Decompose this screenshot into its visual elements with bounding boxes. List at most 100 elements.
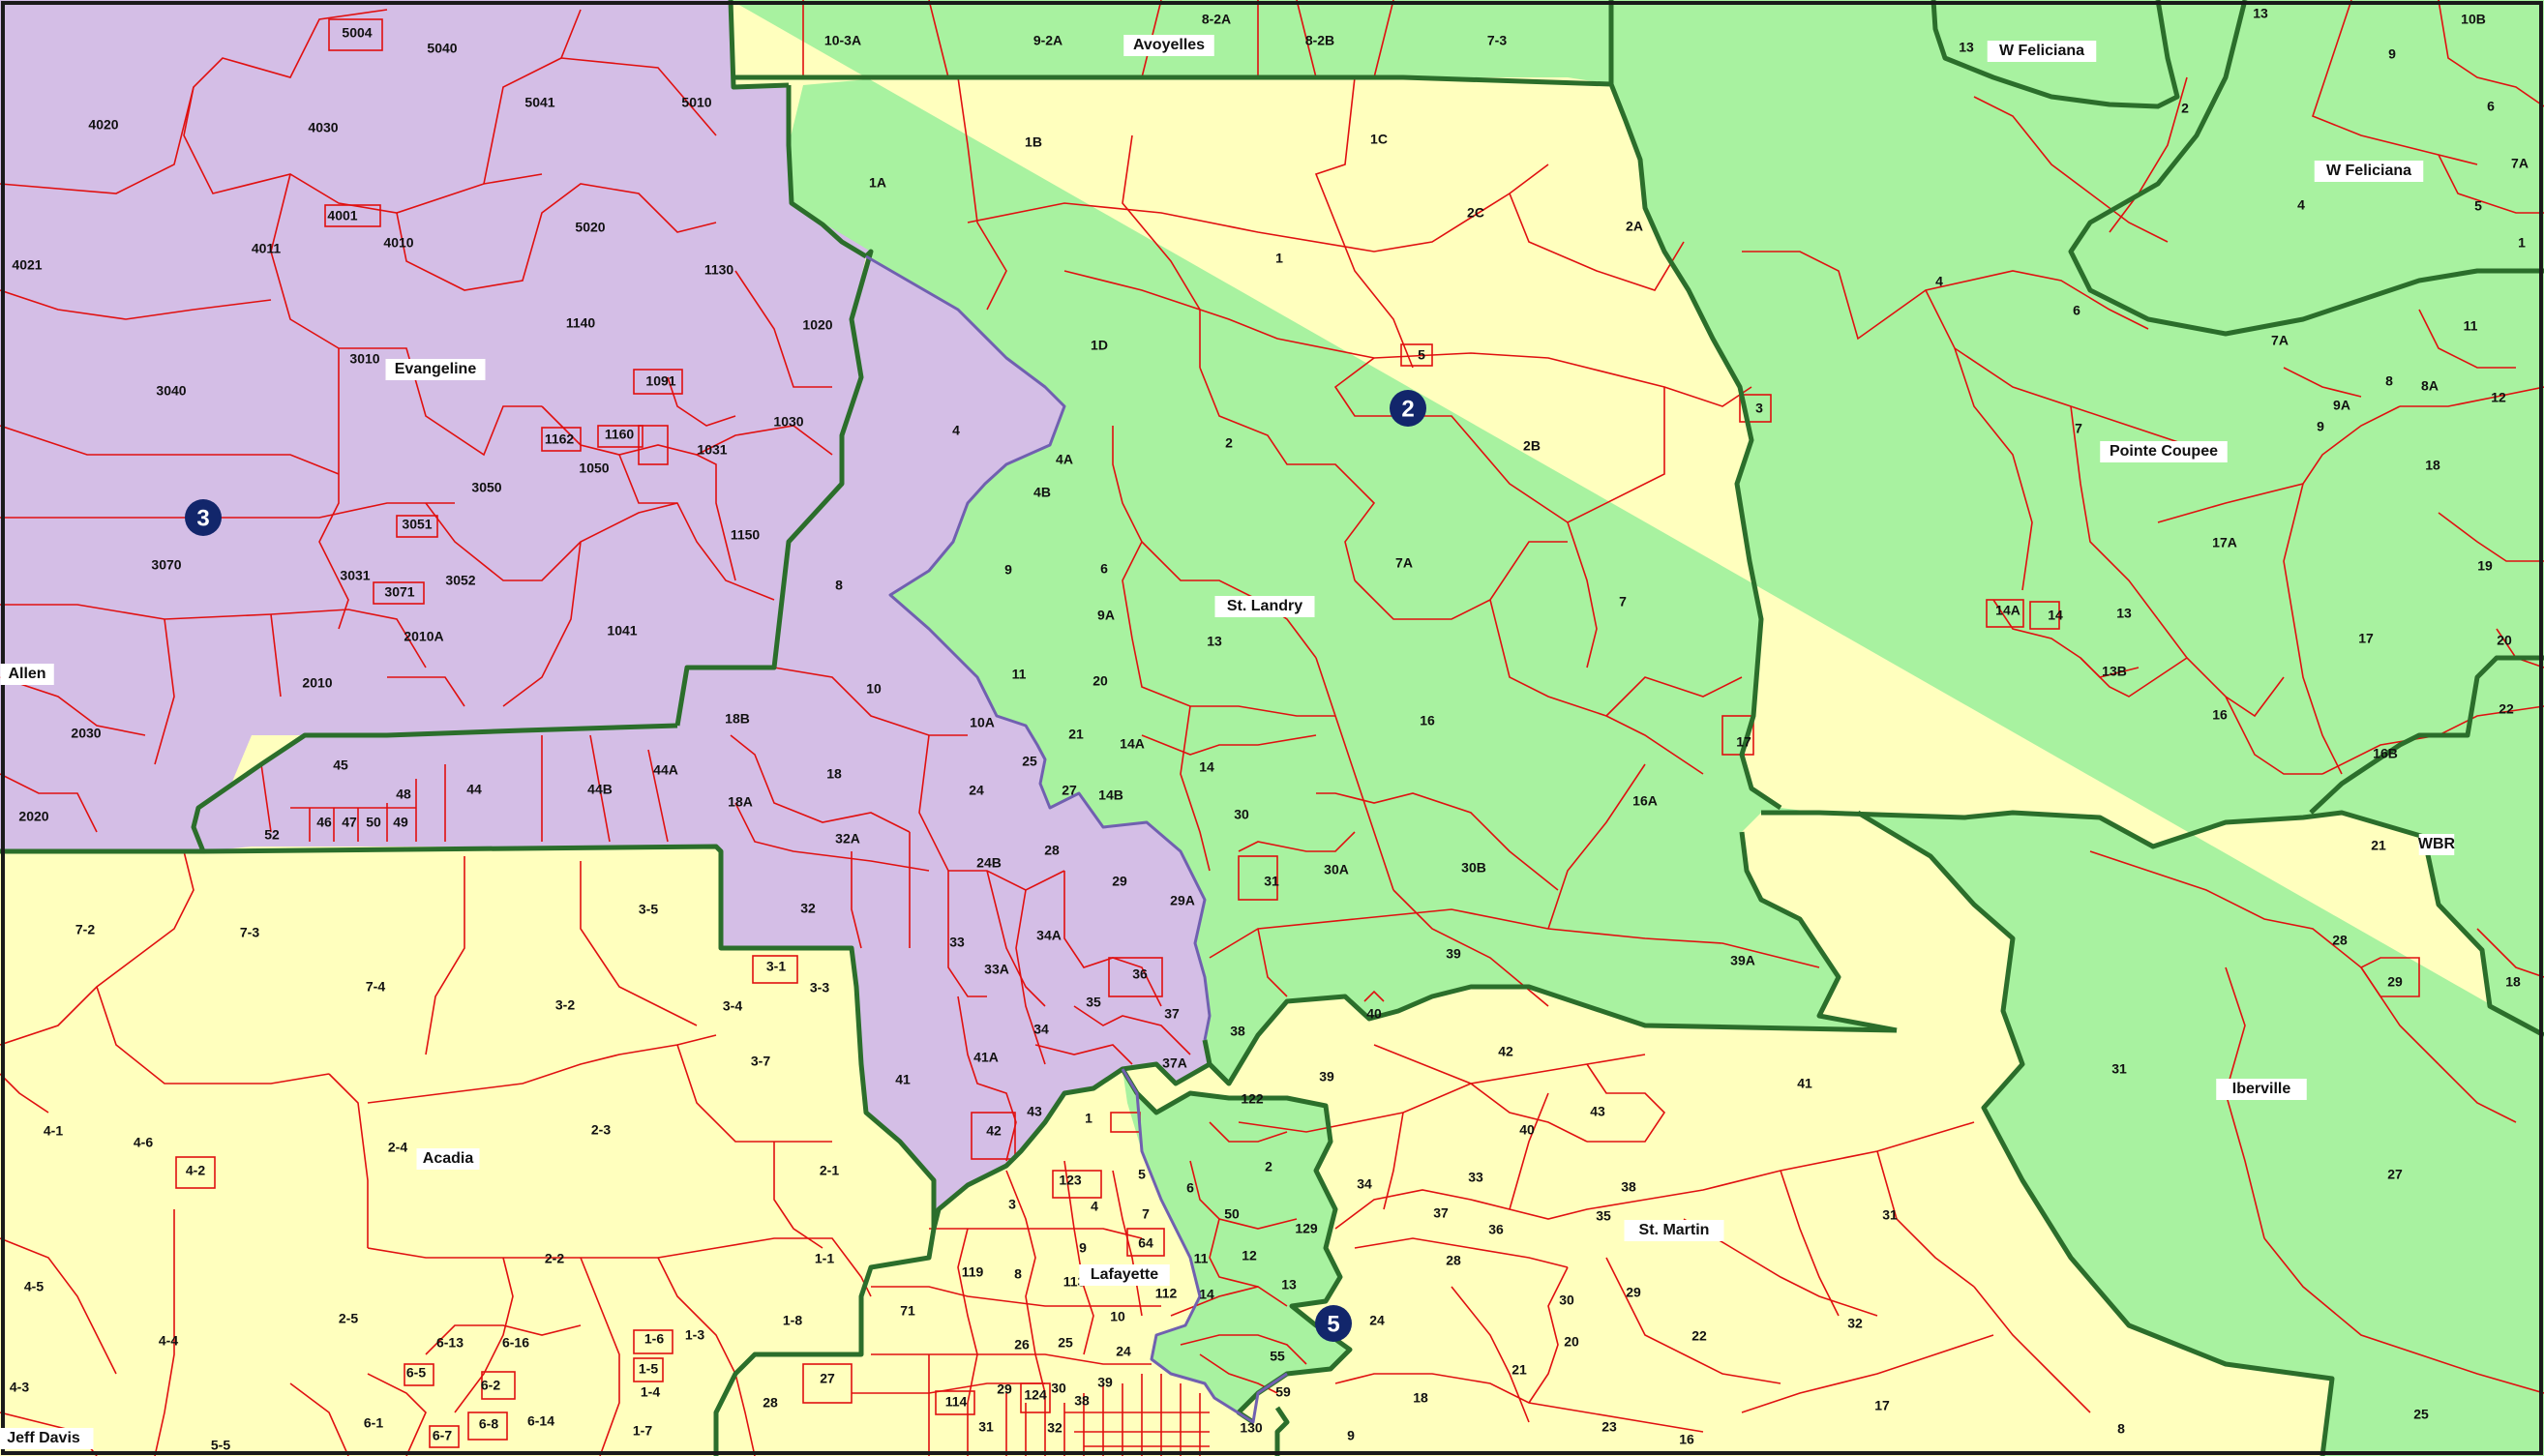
district-2-region (731, 0, 2544, 1456)
precinct-label: 30B (1461, 860, 1486, 876)
precinct-label: 31 (1264, 874, 1279, 889)
precinct-label: 6 (1186, 1180, 1194, 1196)
precinct-label: 4A (1056, 452, 1073, 467)
precinct-label: 2C (1467, 205, 1484, 221)
precinct-label: 2020 (18, 809, 48, 824)
precinct-label: 5041 (524, 95, 554, 110)
precinct-label: 2010 (302, 675, 332, 691)
precinct-label: 10 (866, 681, 882, 697)
precinct-label: 9-2A (1033, 33, 1062, 48)
precinct-label: 32 (1047, 1420, 1062, 1436)
precinct-label: 19 (2477, 558, 2493, 574)
precinct-label: 3-4 (723, 998, 742, 1014)
precinct-label: 39A (1730, 953, 1755, 968)
precinct-label: 20 (2497, 633, 2512, 648)
precinct-label: 9 (1347, 1428, 1355, 1443)
parish-label: Iberville (2216, 1079, 2307, 1100)
district-3-region (0, 0, 1210, 1229)
precinct-label: 8 (1014, 1266, 1022, 1282)
svg-text:Lafayette: Lafayette (1091, 1266, 1158, 1283)
precinct-label: 1162 (545, 431, 575, 447)
precinct-label: 24 (969, 783, 984, 798)
allen-edge-white (0, 735, 252, 851)
parish-labels: Avoyelles W Feliciana W FelicianaEvangelin… (0, 35, 2456, 1449)
district-badge: 2 (1390, 390, 1426, 427)
parish-label: W Feliciana (1987, 41, 2097, 62)
svg-text:Avoyelles: Avoyelles (1133, 37, 1205, 53)
parish-label: Evangeline (385, 359, 486, 380)
precinct-label: 49 (393, 815, 408, 830)
precinct-label: 10A (970, 715, 995, 730)
precinct-label: 7A (1395, 555, 1413, 571)
precinct-label: 1 (1085, 1111, 1092, 1126)
precinct-label: 35 (1596, 1208, 1611, 1224)
precinct-label: 2 (1225, 435, 1233, 451)
precinct-label: 38 (1230, 1024, 1245, 1039)
precinct-label: 4 (1935, 274, 1943, 289)
precinct-label: 27 (820, 1371, 835, 1386)
precinct-label: 32A (835, 831, 860, 847)
precinct-label: 50 (366, 815, 381, 830)
precinct-label: 28 (2332, 933, 2348, 948)
precinct-label: 1130 (704, 262, 734, 278)
precinct-label: 13 (2116, 606, 2132, 621)
precinct-label: 8 (835, 578, 843, 593)
precinct-label: 4 (952, 423, 960, 438)
precinct-label: 8 (2117, 1421, 2125, 1437)
precinct-label: 1D (1091, 338, 1108, 353)
precinct-label: 25 (2413, 1407, 2429, 1422)
precinct-label: 8-2A (1202, 12, 1231, 27)
precinct-label: 1-4 (641, 1384, 660, 1400)
svg-text:WBR: WBR (2418, 836, 2456, 852)
precinct-label: 4 (1091, 1199, 1098, 1214)
precinct-label: 36 (1488, 1222, 1504, 1237)
precinct-label: 29 (997, 1382, 1012, 1397)
precinct-label: 4-6 (134, 1135, 153, 1150)
precinct-label: 20 (1564, 1334, 1579, 1350)
precinct-label: 16A (1632, 793, 1658, 809)
precinct-label: 123 (1059, 1173, 1082, 1188)
district-badge: 3 (185, 499, 222, 536)
precinct-label: 2B (1523, 438, 1541, 454)
precinct-label: 4-5 (24, 1279, 44, 1294)
precinct-label: 10B (2461, 12, 2486, 27)
precinct-label: 17 (1874, 1398, 1890, 1413)
precinct-label: 39 (1097, 1375, 1113, 1390)
precinct-label: 1030 (773, 414, 803, 430)
precinct-label: 29 (1112, 874, 1127, 889)
precinct-label: 21 (1511, 1362, 1527, 1378)
precinct-label: 33A (984, 962, 1009, 977)
svg-text:Jeff Davis: Jeff Davis (7, 1430, 80, 1446)
district-badges: 235 (185, 390, 1426, 1342)
precinct-label: 1B (1025, 134, 1042, 150)
parish-label: WBR (2418, 834, 2456, 855)
precinct-label: 14A (1120, 736, 1145, 752)
precinct-label: 34 (1033, 1022, 1049, 1037)
precinct-label: 6-8 (479, 1416, 498, 1432)
precinct-label: 1 (2518, 235, 2526, 251)
precinct-label: 32 (1847, 1316, 1863, 1331)
precinct-label: 9 (1004, 562, 1012, 578)
precinct-label: 16B (2373, 746, 2398, 761)
precinct-label: 1-5 (639, 1361, 658, 1377)
precinct-label: 12 (1242, 1248, 1257, 1263)
precinct-label: 1091 (645, 373, 675, 389)
precinct-label: 64 (1138, 1235, 1153, 1251)
precinct-label: 6-13 (436, 1335, 464, 1351)
precinct-label: 50 (1224, 1206, 1240, 1222)
svg-text:W Feliciana: W Feliciana (2326, 163, 2411, 179)
svg-text:Allen: Allen (8, 666, 45, 682)
precinct-label: 41 (1797, 1076, 1812, 1091)
precinct-label: 47 (342, 815, 357, 830)
precinct-label: 55 (1270, 1349, 1285, 1364)
precinct-label: 1041 (607, 623, 637, 639)
precinct-label: 33 (949, 935, 965, 950)
precinct-label: 25 (1058, 1335, 1073, 1351)
precinct-label: 31 (978, 1419, 994, 1435)
precinct-label: 1140 (566, 315, 596, 331)
precinct-label: 9 (1079, 1240, 1087, 1256)
precinct-label: 2030 (71, 726, 101, 741)
precinct-label: 28 (763, 1395, 778, 1411)
precinct-label: 2-4 (388, 1140, 407, 1155)
precinct-label: 4 (2297, 197, 2305, 213)
